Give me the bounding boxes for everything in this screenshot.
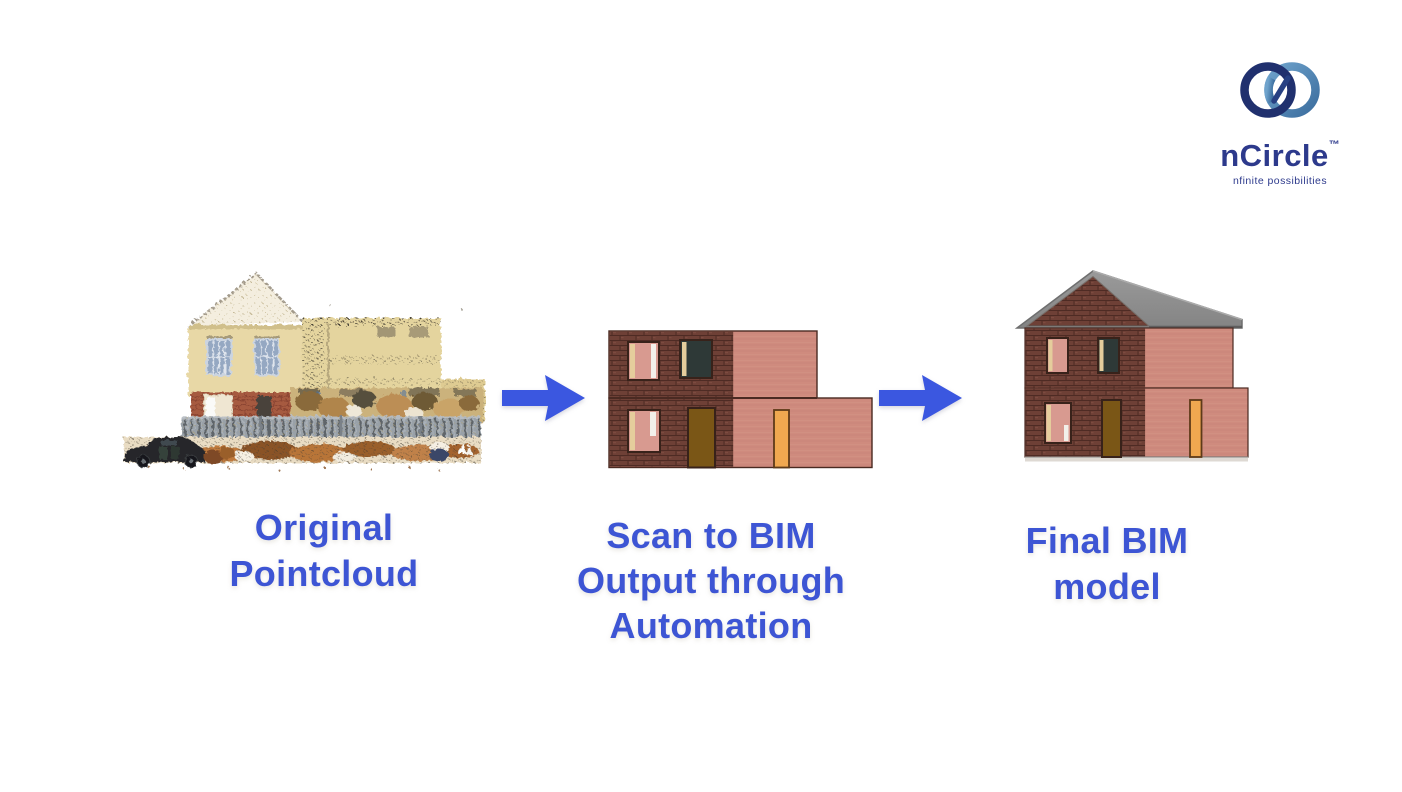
brand-text: nCircle: [1220, 138, 1329, 173]
flow-arrow-1: [502, 373, 587, 423]
roof: [1014, 270, 1243, 329]
final-bim-illustration: [1014, 270, 1249, 462]
final-window-lower: [1044, 402, 1072, 444]
bim-door-orange: [773, 409, 790, 469]
caption-line: Automation: [609, 605, 813, 646]
right-arrow-icon: [879, 375, 962, 421]
pointcloud-house-illustration: [123, 270, 484, 470]
flow-arrow-2: [879, 373, 964, 423]
ncircle-logo: nCircle™ nfinite possibilities: [1205, 54, 1355, 187]
trademark: ™: [1328, 139, 1340, 151]
base-strip: [1025, 457, 1248, 462]
caption-line: model: [1053, 566, 1161, 607]
caption-scan-to-bim: Scan to BIM Output through Automation: [561, 513, 861, 648]
final-window-upper-dark: [1097, 337, 1120, 374]
bim-elevation-illustration: [608, 330, 873, 469]
pointcloud-window-right: [253, 335, 279, 375]
brand-name: nCircle™: [1205, 128, 1355, 173]
right-arrow-icon: [502, 375, 585, 421]
bim-door-brown: [687, 407, 716, 469]
final-door-orange: [1189, 399, 1203, 458]
caption-line: Scan to BIM: [606, 515, 816, 556]
caption-line: Pointcloud: [229, 553, 419, 594]
caption-original-pointcloud: Original Pointcloud: [174, 505, 474, 597]
bim-window-upper-dark: [679, 339, 713, 379]
final-door-brown: [1101, 399, 1122, 458]
brand-tagline: nfinite possibilities: [1232, 175, 1328, 187]
bim-window-lower: [627, 409, 661, 453]
ncircle-logo-icon: [1240, 62, 1320, 118]
pointcloud-window-left: [205, 335, 231, 375]
car-silhouette: [123, 436, 204, 467]
blue-tarp: [428, 448, 448, 460]
caption-line: Final BIM: [1025, 520, 1189, 561]
caption-final-bim: Final BIM model: [957, 518, 1257, 610]
caption-line: Output through: [576, 560, 846, 601]
bim-window-upper-left: [627, 341, 660, 381]
final-window-upper-pink: [1046, 337, 1069, 374]
caption-line: Original: [254, 507, 394, 548]
